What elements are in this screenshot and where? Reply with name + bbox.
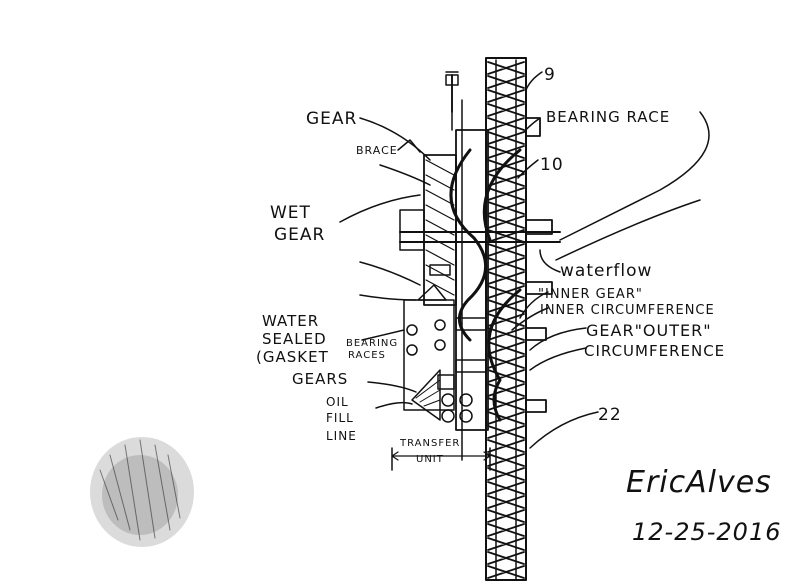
label-inner-gear: "INNER GEAR" [538,287,643,302]
label-sealed: SEALED [262,330,327,348]
labels: GEAR BRACE WET GEAR WATER SEALED (GASKET… [256,65,725,465]
label-ref-10: 10 [540,155,564,175]
label-races: RACES [348,350,386,361]
label-brace: BRACE [356,144,398,157]
label-fill: FILL [326,411,354,425]
label-ref-22: 22 [598,405,622,425]
label-transfer: TRANSFER [399,438,460,449]
label-waterflow: waterflow [560,261,652,281]
smudge-mark [90,437,194,547]
label-line: LINE [326,429,357,443]
label-gears: GEARS [292,370,348,388]
label-oil: OIL [326,395,349,409]
label-wet-gear: GEAR [274,225,325,245]
transfer-dimension [391,447,491,471]
label-ref-9: 9 [544,65,556,85]
signature: EricAlves 12-25-2016 [626,465,781,546]
bearing-stack [403,284,487,423]
top-bolt [445,71,459,113]
bearing-race-bracket [525,117,553,413]
main-shaft [485,57,527,581]
label-outer-circ: CIRCUMFERENCE [584,342,725,360]
label-inner-circ: INNER CIRCUMFERENCE [540,303,715,318]
label-gasket: (GASKET [256,348,329,366]
label-unit: UNIT [416,454,444,465]
label-bearing-race: BEARING RACE [546,108,670,126]
label-wet: WET [270,203,311,223]
leader-lines [339,71,710,449]
signature-name: EricAlves [626,465,772,500]
label-bearing: BEARING [346,338,398,349]
signature-date: 12-25-2016 [632,518,781,546]
label-water: WATER [262,312,319,330]
wet-gear-assembly [399,154,561,306]
label-gear: GEAR [306,109,357,129]
label-gear-outer: GEAR"OUTER" [586,321,712,340]
